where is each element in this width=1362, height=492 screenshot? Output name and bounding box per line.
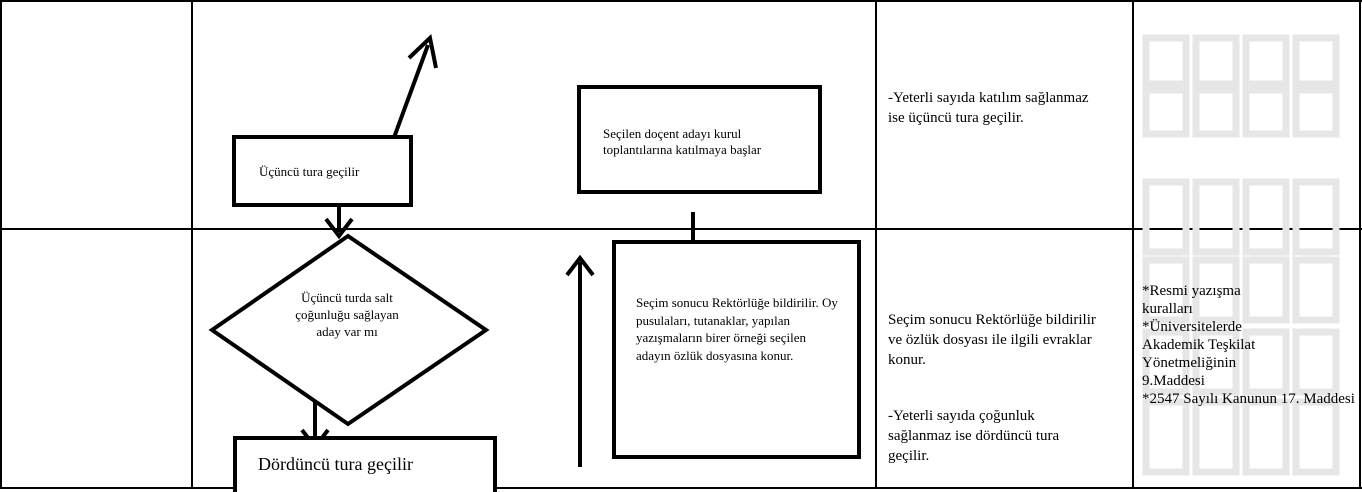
table-column-divider <box>1132 0 1134 489</box>
row1-description: -Yeterli sayıda katılım sağlanmaz ise üç… <box>888 90 1089 127</box>
references-list: *Resmi yazışma kuralları *Üniversitelerd… <box>1142 282 1356 408</box>
candidate-joins-meetings-box: Seçilen doçent adayı kurul toplantıların… <box>577 85 822 194</box>
table-border-left <box>0 0 2 489</box>
fourth-round-label: Dördüncü tura geçilir <box>258 454 413 474</box>
election-result-label: Seçim sonucu Rektörlüğe bildirilir. Oy p… <box>636 295 838 364</box>
election-result-box: Seçim sonucu Rektörlüğe bildirilir. Oy p… <box>612 240 861 459</box>
third-round-label: Üçüncü tura geçilir <box>259 164 360 179</box>
table-border-top <box>0 0 1362 2</box>
fourth-round-box: Dördüncü tura geçilir <box>233 436 497 492</box>
candidate-joins-meetings-label: Seçilen doçent adayı kurul toplantıların… <box>603 126 762 157</box>
decision-label: Üçüncü turda salt çoğunluğu sağlayan ada… <box>295 290 399 339</box>
table-column-divider <box>875 0 877 489</box>
third-round-box: Üçüncü tura geçilir <box>232 135 413 207</box>
table-row-divider <box>0 228 1362 230</box>
decision-diamond <box>208 233 490 427</box>
table-border-right <box>1359 0 1361 489</box>
reference-item: *2547 Sayılı Kanunun 17. Maddesi <box>1142 391 1355 407</box>
row2-description-2: -Yeterli sayıda çoğunluk sağlanmaz ise d… <box>888 408 1060 464</box>
reference-item: *Resmi yazışma kuralları <box>1142 283 1241 317</box>
reference-item: *Üniversitelerde Akademik Teşkilat Yönet… <box>1142 319 1256 389</box>
table-border-bottom <box>0 487 1362 489</box>
table-column-divider <box>191 0 193 489</box>
row2-description-1: Seçim sonucu Rektörlüğe bildirilir ve öz… <box>888 312 1096 368</box>
